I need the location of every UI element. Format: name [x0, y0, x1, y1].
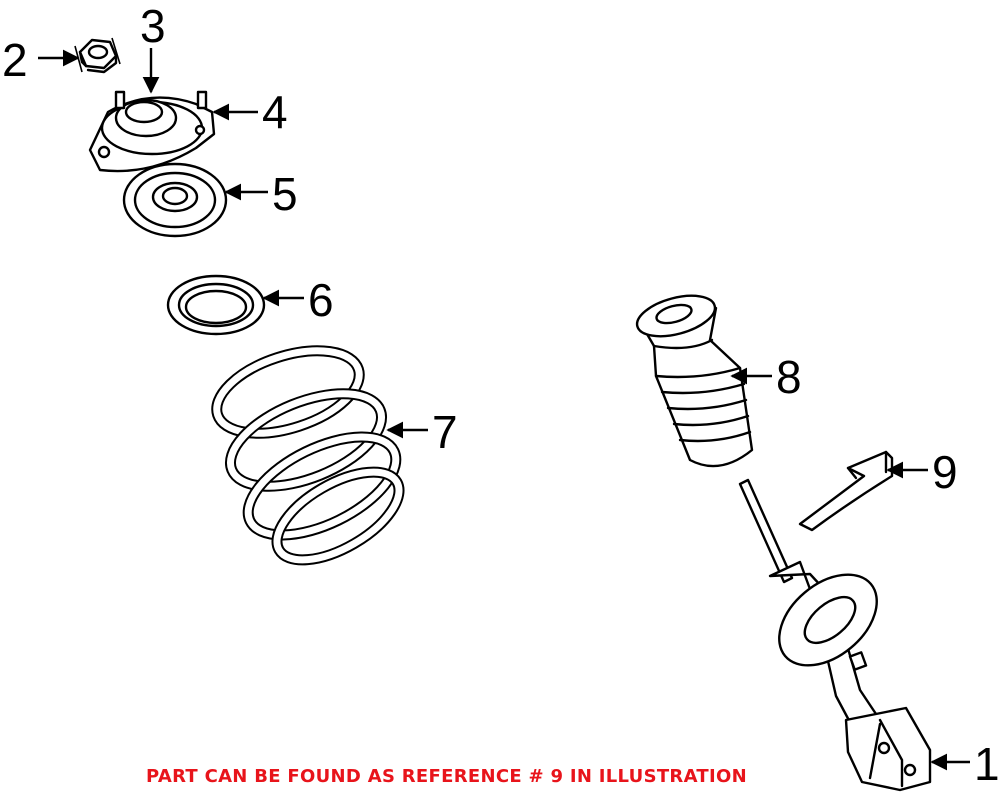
- part-8-bump-stop: [635, 294, 754, 468]
- reference-note: PART CAN BE FOUND AS REFERENCE # 9 IN IL…: [146, 766, 747, 787]
- callout-4-number: 4: [262, 86, 288, 138]
- callout-2-number: 2: [2, 34, 28, 86]
- callout-9-number: 9: [932, 446, 958, 498]
- callout-8-number: 8: [776, 351, 802, 403]
- part-9-bracket: [798, 450, 894, 532]
- callout-6: 6: [262, 274, 334, 326]
- part-5-bearing-plate: [122, 162, 228, 238]
- callout-7-number: 7: [432, 406, 458, 458]
- callout-4: 4: [212, 86, 288, 138]
- part-1-strut-assembly: [738, 478, 932, 792]
- callout-5-number: 5: [272, 168, 298, 220]
- callout-5: 5: [224, 168, 298, 220]
- callout-7: 7: [386, 406, 458, 458]
- callout-9: 9: [886, 446, 958, 498]
- callout-1: 1: [930, 738, 1000, 790]
- part-6-spring-seat: [166, 274, 266, 336]
- callout-6-number: 6: [308, 274, 334, 326]
- callout-2: 2: [2, 34, 80, 86]
- part-7-coil-spring: [211, 345, 405, 566]
- part-4-strut-mount: [88, 90, 216, 173]
- callout-1-number: 1: [974, 738, 1000, 790]
- callout-3: 3: [140, 0, 166, 94]
- callout-8: 8: [730, 351, 802, 403]
- callout-3-number: 3: [140, 0, 166, 52]
- part-2-nut: [74, 37, 121, 74]
